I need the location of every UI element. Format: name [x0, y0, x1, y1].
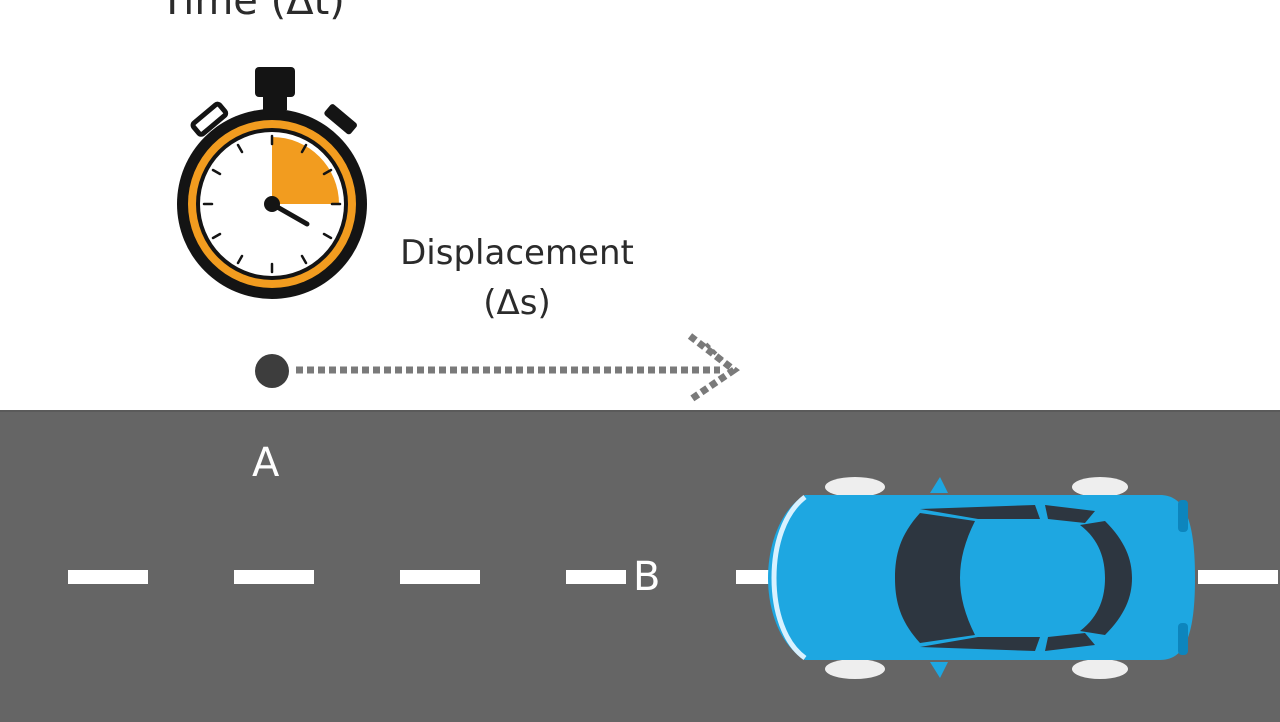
point-a-label: A [252, 440, 280, 486]
time-label: Time (Δt) [160, 0, 345, 24]
lane-dash [566, 570, 626, 584]
car-icon [768, 477, 1195, 679]
lane-dash [400, 570, 480, 584]
lane-dash [68, 570, 148, 584]
dotted-arrow-icon [255, 333, 740, 403]
displacement-label-line2: (Δs) [483, 283, 551, 323]
displacement-label-line1: Displacement [400, 233, 634, 273]
displacement-label: Displacement (Δs) [382, 228, 652, 328]
lane-dash [1198, 570, 1278, 584]
stopwatch-icon [177, 67, 367, 299]
lane-dash [736, 570, 776, 584]
lane-dash [234, 570, 314, 584]
point-b-label: B [633, 554, 661, 600]
